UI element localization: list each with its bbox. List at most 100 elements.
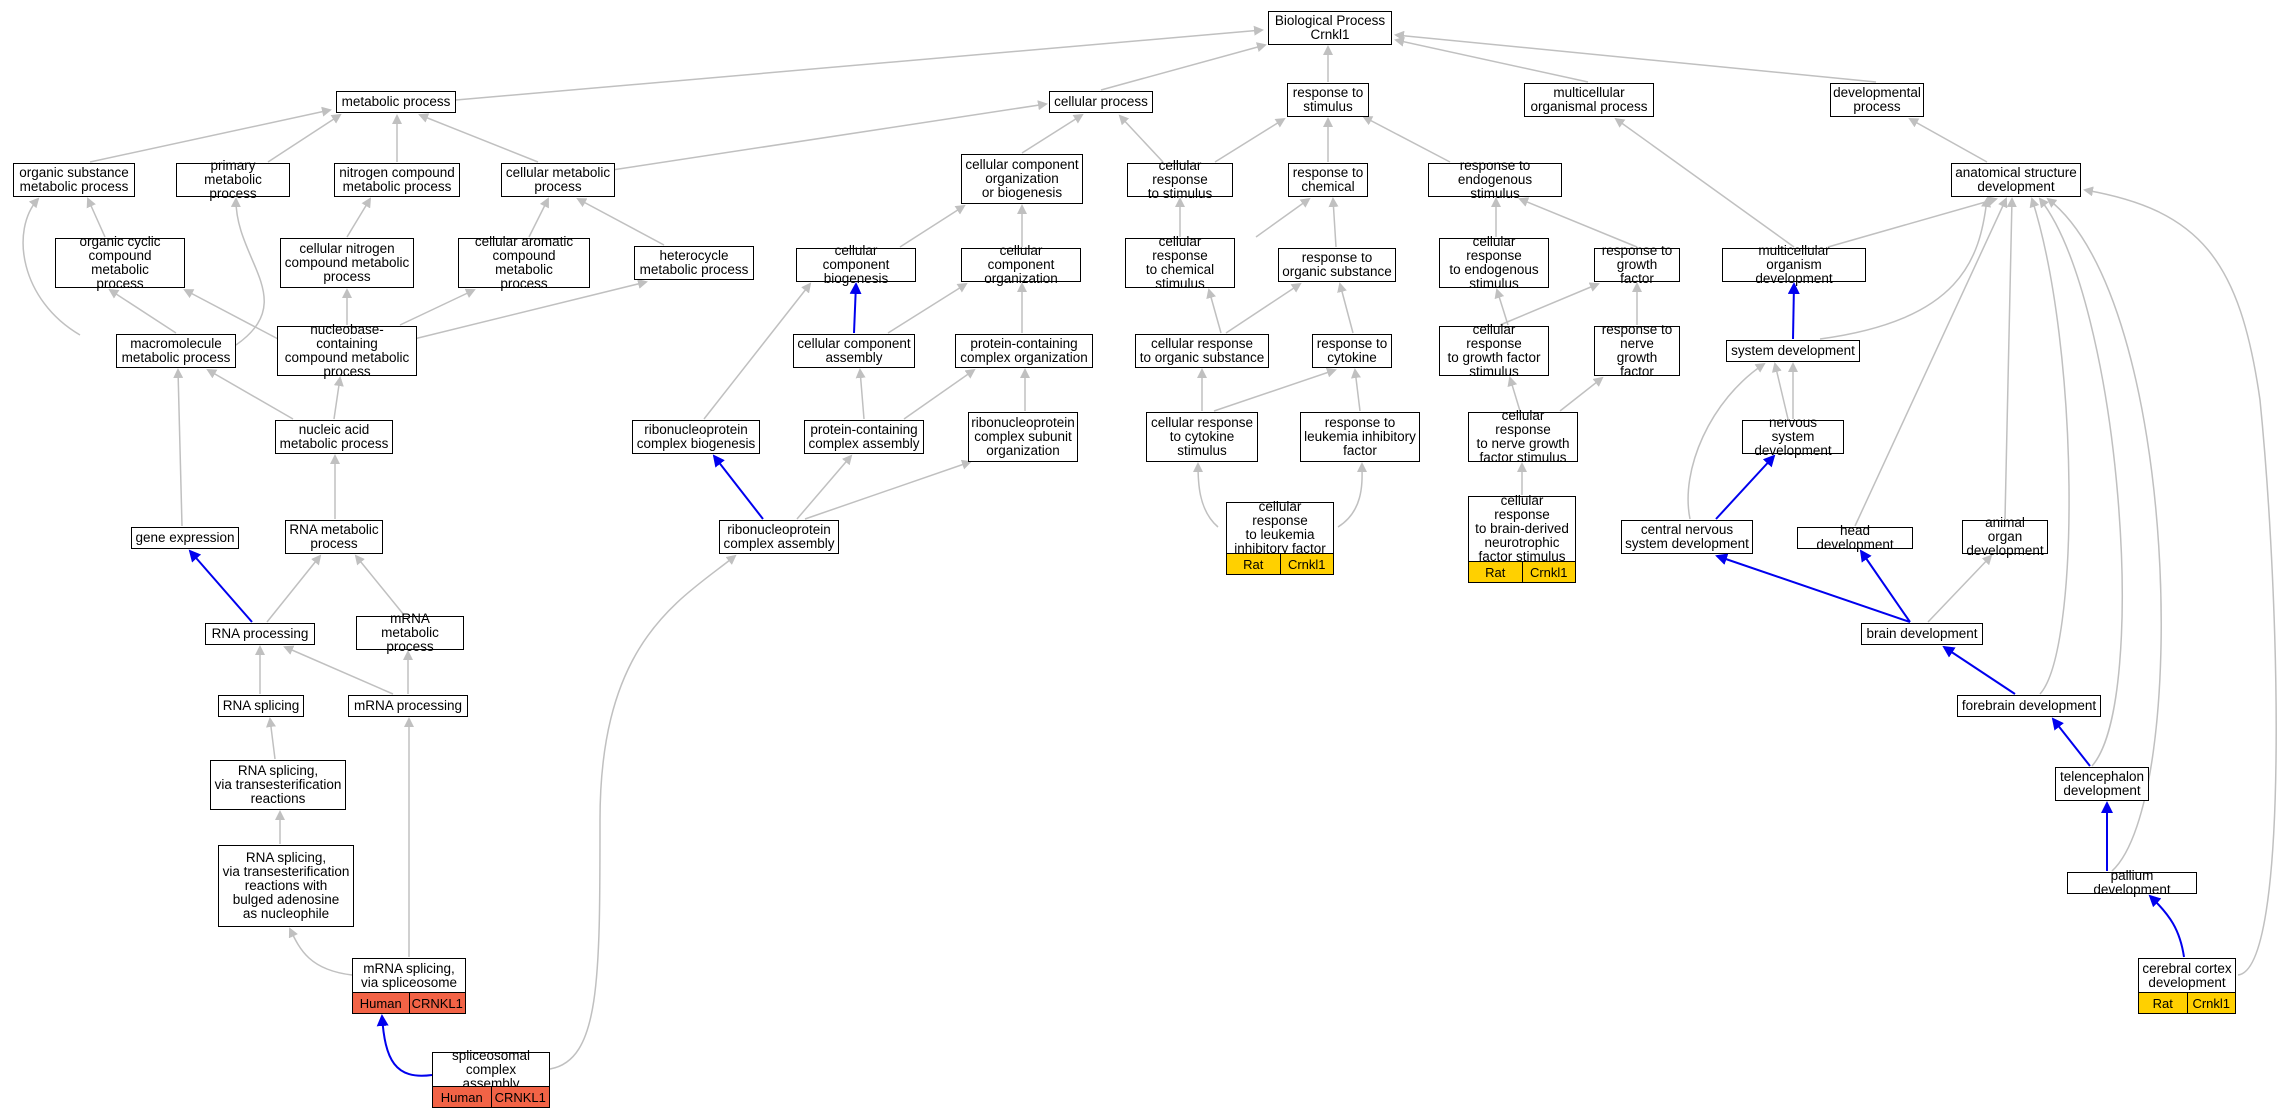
node-cellular-aromatic-compound-metabolic-process[interactable]: cellular aromatic compound metabolic pro… — [458, 235, 590, 291]
is-a-edge — [288, 927, 353, 976]
node-cellular-response-to-chemical-stimulus[interactable]: cellular response to chemical stimulus — [1125, 235, 1235, 291]
node-response-to-organic-substance[interactable]: response to organic substance — [1278, 248, 1396, 282]
node-mrna-metabolic-process[interactable]: mRNA metabolic process — [356, 612, 464, 654]
node-label: ribonucleoprotein complex subunit organi… — [971, 415, 1075, 458]
node-head-development[interactable]: head development — [1797, 524, 1913, 552]
node-root[interactable]: Biological Process Crnkl1 — [1268, 11, 1392, 45]
node-nucleobase-containing-compound-metabolic-process[interactable]: nucleobase-containing compound metabolic… — [277, 322, 417, 379]
node-response-to-cytokine[interactable]: response to cytokine — [1312, 334, 1392, 368]
is-a-edge — [1328, 197, 1339, 248]
is-a-edge — [528, 197, 549, 238]
node-forebrain-development[interactable]: forebrain development — [1957, 695, 2101, 717]
node-nitrogen-compound-metabolic-process[interactable]: nitrogen compound metabolic process — [334, 163, 460, 197]
is-a-edge — [455, 25, 1264, 101]
node-central-nervous-system-development[interactable]: central nervous system development — [1621, 520, 1753, 554]
node-multicellular-organism-development[interactable]: multicellular organism development — [1722, 244, 1866, 286]
node-animal-organ-development[interactable]: animal organ development — [1962, 516, 2048, 558]
node-ribonucleoprotein-complex-subunit-organization[interactable]: ribonucleoprotein complex subunit organi… — [968, 412, 1078, 462]
node-label: cellular response to endogenous stimulus — [1449, 234, 1539, 291]
node-label: cellular response to stimulus — [1147, 158, 1213, 201]
node-protein-containing-complex-organization[interactable]: protein-containing complex organization — [955, 334, 1093, 368]
node-cellular-component-biogenesis[interactable]: cellular component biogenesis — [796, 244, 916, 286]
node-cellular-response-to-endogenous-stimulus[interactable]: cellular response to endogenous stimulus — [1439, 234, 1549, 291]
node-protein-containing-complex-assembly[interactable]: protein-containing complex assembly — [804, 420, 924, 454]
node-label: organic cyclic compound metabolic proces… — [79, 234, 161, 291]
node-multicellular-organismal-process[interactable]: multicellular organismal process — [1524, 83, 1654, 117]
node-label: cellular component organization or bioge… — [965, 157, 1079, 200]
node-rna-splicing[interactable]: RNA splicing — [218, 695, 304, 717]
node-label: Biological Process Crnkl1 — [1274, 13, 1386, 42]
node-cellular-component-organization[interactable]: cellular component organization — [961, 244, 1081, 286]
is-a-edge — [1213, 367, 1337, 412]
node-system-development[interactable]: system development — [1726, 340, 1860, 362]
node-cellular-component-organization-or-biogenesis[interactable]: cellular component organization or bioge… — [961, 154, 1083, 204]
is-a-edge — [1499, 282, 1600, 326]
is-a-edge — [1819, 197, 1992, 340]
node-cellular-response-to-organic-substance[interactable]: cellular response to organic substance — [1135, 334, 1269, 368]
node-metabolic-process[interactable]: metabolic process — [336, 91, 456, 113]
is-a-edge — [266, 554, 322, 623]
node-cellular-metabolic-process[interactable]: cellular metabolic process — [501, 163, 615, 197]
node-rna-processing[interactable]: RNA processing — [205, 623, 315, 645]
node-rna-metabolic-process[interactable]: RNA metabolic process — [285, 520, 383, 554]
is-a-edge — [86, 197, 106, 238]
node-label: cellular response to leukemia inhibitory… — [1234, 499, 1326, 556]
annotation-human-crnkl1: Human CRNKL1 — [352, 992, 466, 1014]
node-cellular-response-to-stimulus[interactable]: cellular response to stimulus — [1127, 159, 1233, 201]
node-response-to-stimulus[interactable]: response to stimulus — [1287, 83, 1369, 117]
node-response-to-chemical[interactable]: response to chemical — [1288, 163, 1368, 197]
node-mrna-splicing-via-spliceosome[interactable]: mRNA splicing, via spliceosome — [352, 958, 466, 993]
is-a-edge — [796, 454, 853, 520]
node-cerebral-cortex-development[interactable]: cerebral cortex development — [2138, 958, 2236, 993]
node-response-to-nerve-growth-factor[interactable]: response to nerve growth factor — [1594, 323, 1680, 379]
node-label: brain development — [1866, 626, 1978, 641]
node-label: animal organ development — [1966, 515, 2044, 558]
node-nervous-system-development[interactable]: nervous system development — [1742, 416, 1844, 458]
node-brain-development[interactable]: brain development — [1861, 623, 1983, 645]
node-label: cellular nitrogen compound metabolic pro… — [284, 241, 410, 284]
node-primary-metabolic-process[interactable]: primary metabolic process — [176, 159, 290, 201]
node-cellular-response-to-growth-factor-stimulus[interactable]: cellular response to growth factor stimu… — [1439, 323, 1549, 379]
highlighted-edge — [849, 282, 862, 334]
node-label: nitrogen compound metabolic process — [339, 165, 455, 194]
node-rna-splicing-bulged-adenosine[interactable]: RNA splicing, via transesterification re… — [218, 845, 354, 927]
node-organic-substance-metabolic-process[interactable]: organic substance metabolic process — [13, 163, 135, 197]
is-a-edge — [413, 279, 648, 340]
node-telencephalon-development[interactable]: telencephalon development — [2055, 767, 2149, 801]
node-label: nucleobase-containing compound metabolic… — [284, 322, 410, 379]
node-label: cellular metabolic process — [505, 165, 611, 194]
node-label: metabolic process — [341, 94, 451, 109]
node-label: response to chemical — [1292, 165, 1364, 194]
node-cellular-component-assembly[interactable]: cellular component assembly — [793, 334, 915, 368]
node-pallium-development[interactable]: pallium development — [2067, 869, 2197, 897]
node-gene-expression[interactable]: gene expression — [131, 527, 239, 549]
node-label: cellular response to organic substance — [1139, 336, 1265, 365]
node-cellular-response-to-cytokine-stimulus[interactable]: cellular response to cytokine stimulus — [1146, 412, 1258, 462]
node-ribonucleoprotein-complex-assembly[interactable]: ribonucleoprotein complex assembly — [719, 520, 839, 554]
node-cellular-nitrogen-compound-metabolic-process[interactable]: cellular nitrogen compound metabolic pro… — [280, 238, 414, 288]
node-mrna-processing[interactable]: mRNA processing — [348, 695, 468, 717]
node-heterocycle-metabolic-process[interactable]: heterocycle metabolic process — [634, 246, 754, 280]
node-cellular-response-to-nerve-growth-factor-stimulus[interactable]: cellular response to nerve growth factor… — [1468, 409, 1578, 465]
node-label: multicellular organism development — [1755, 243, 1833, 286]
node-cellular-response-to-leukemia-inhibitory-factor[interactable]: cellular response to leukemia inhibitory… — [1226, 499, 1334, 556]
node-label: RNA processing — [211, 626, 309, 641]
node-ribonucleoprotein-complex-biogenesis[interactable]: ribonucleoprotein complex biogenesis — [632, 420, 760, 454]
annotation-species: Rat — [1485, 564, 1506, 580]
node-nucleic-acid-metabolic-process[interactable]: nucleic acid metabolic process — [275, 420, 393, 454]
node-cellular-response-to-bdnf-stimulus[interactable]: cellular response to brain-derived neuro… — [1468, 494, 1576, 564]
node-macromolecule-metabolic-process[interactable]: macromolecule metabolic process — [116, 334, 236, 368]
node-anatomical-structure-development[interactable]: anatomical structure development — [1951, 163, 2081, 197]
node-response-to-leukemia-inhibitory-factor[interactable]: response to leukemia inhibitory factor — [1300, 412, 1420, 462]
node-response-to-growth-factor[interactable]: response to growth factor — [1594, 244, 1680, 286]
node-spliceosomal-complex-assembly[interactable]: spliceosomal complex assembly — [432, 1048, 550, 1090]
annotation-gene: CRNKL1 — [408, 993, 466, 1013]
annotation-species: Rat — [2152, 995, 2173, 1011]
node-response-to-endogenous-stimulus[interactable]: response to endogenous stimulus — [1428, 159, 1562, 201]
node-developmental-process[interactable]: developmental process — [1830, 83, 1924, 117]
is-a-edge — [1362, 116, 1451, 163]
node-rna-splicing-via-transesterification-reactions[interactable]: RNA splicing, via transesterification re… — [210, 760, 346, 810]
node-organic-cyclic-compound-metabolic-process[interactable]: organic cyclic compound metabolic proces… — [55, 234, 185, 291]
node-cellular-process[interactable]: cellular process — [1049, 91, 1153, 113]
